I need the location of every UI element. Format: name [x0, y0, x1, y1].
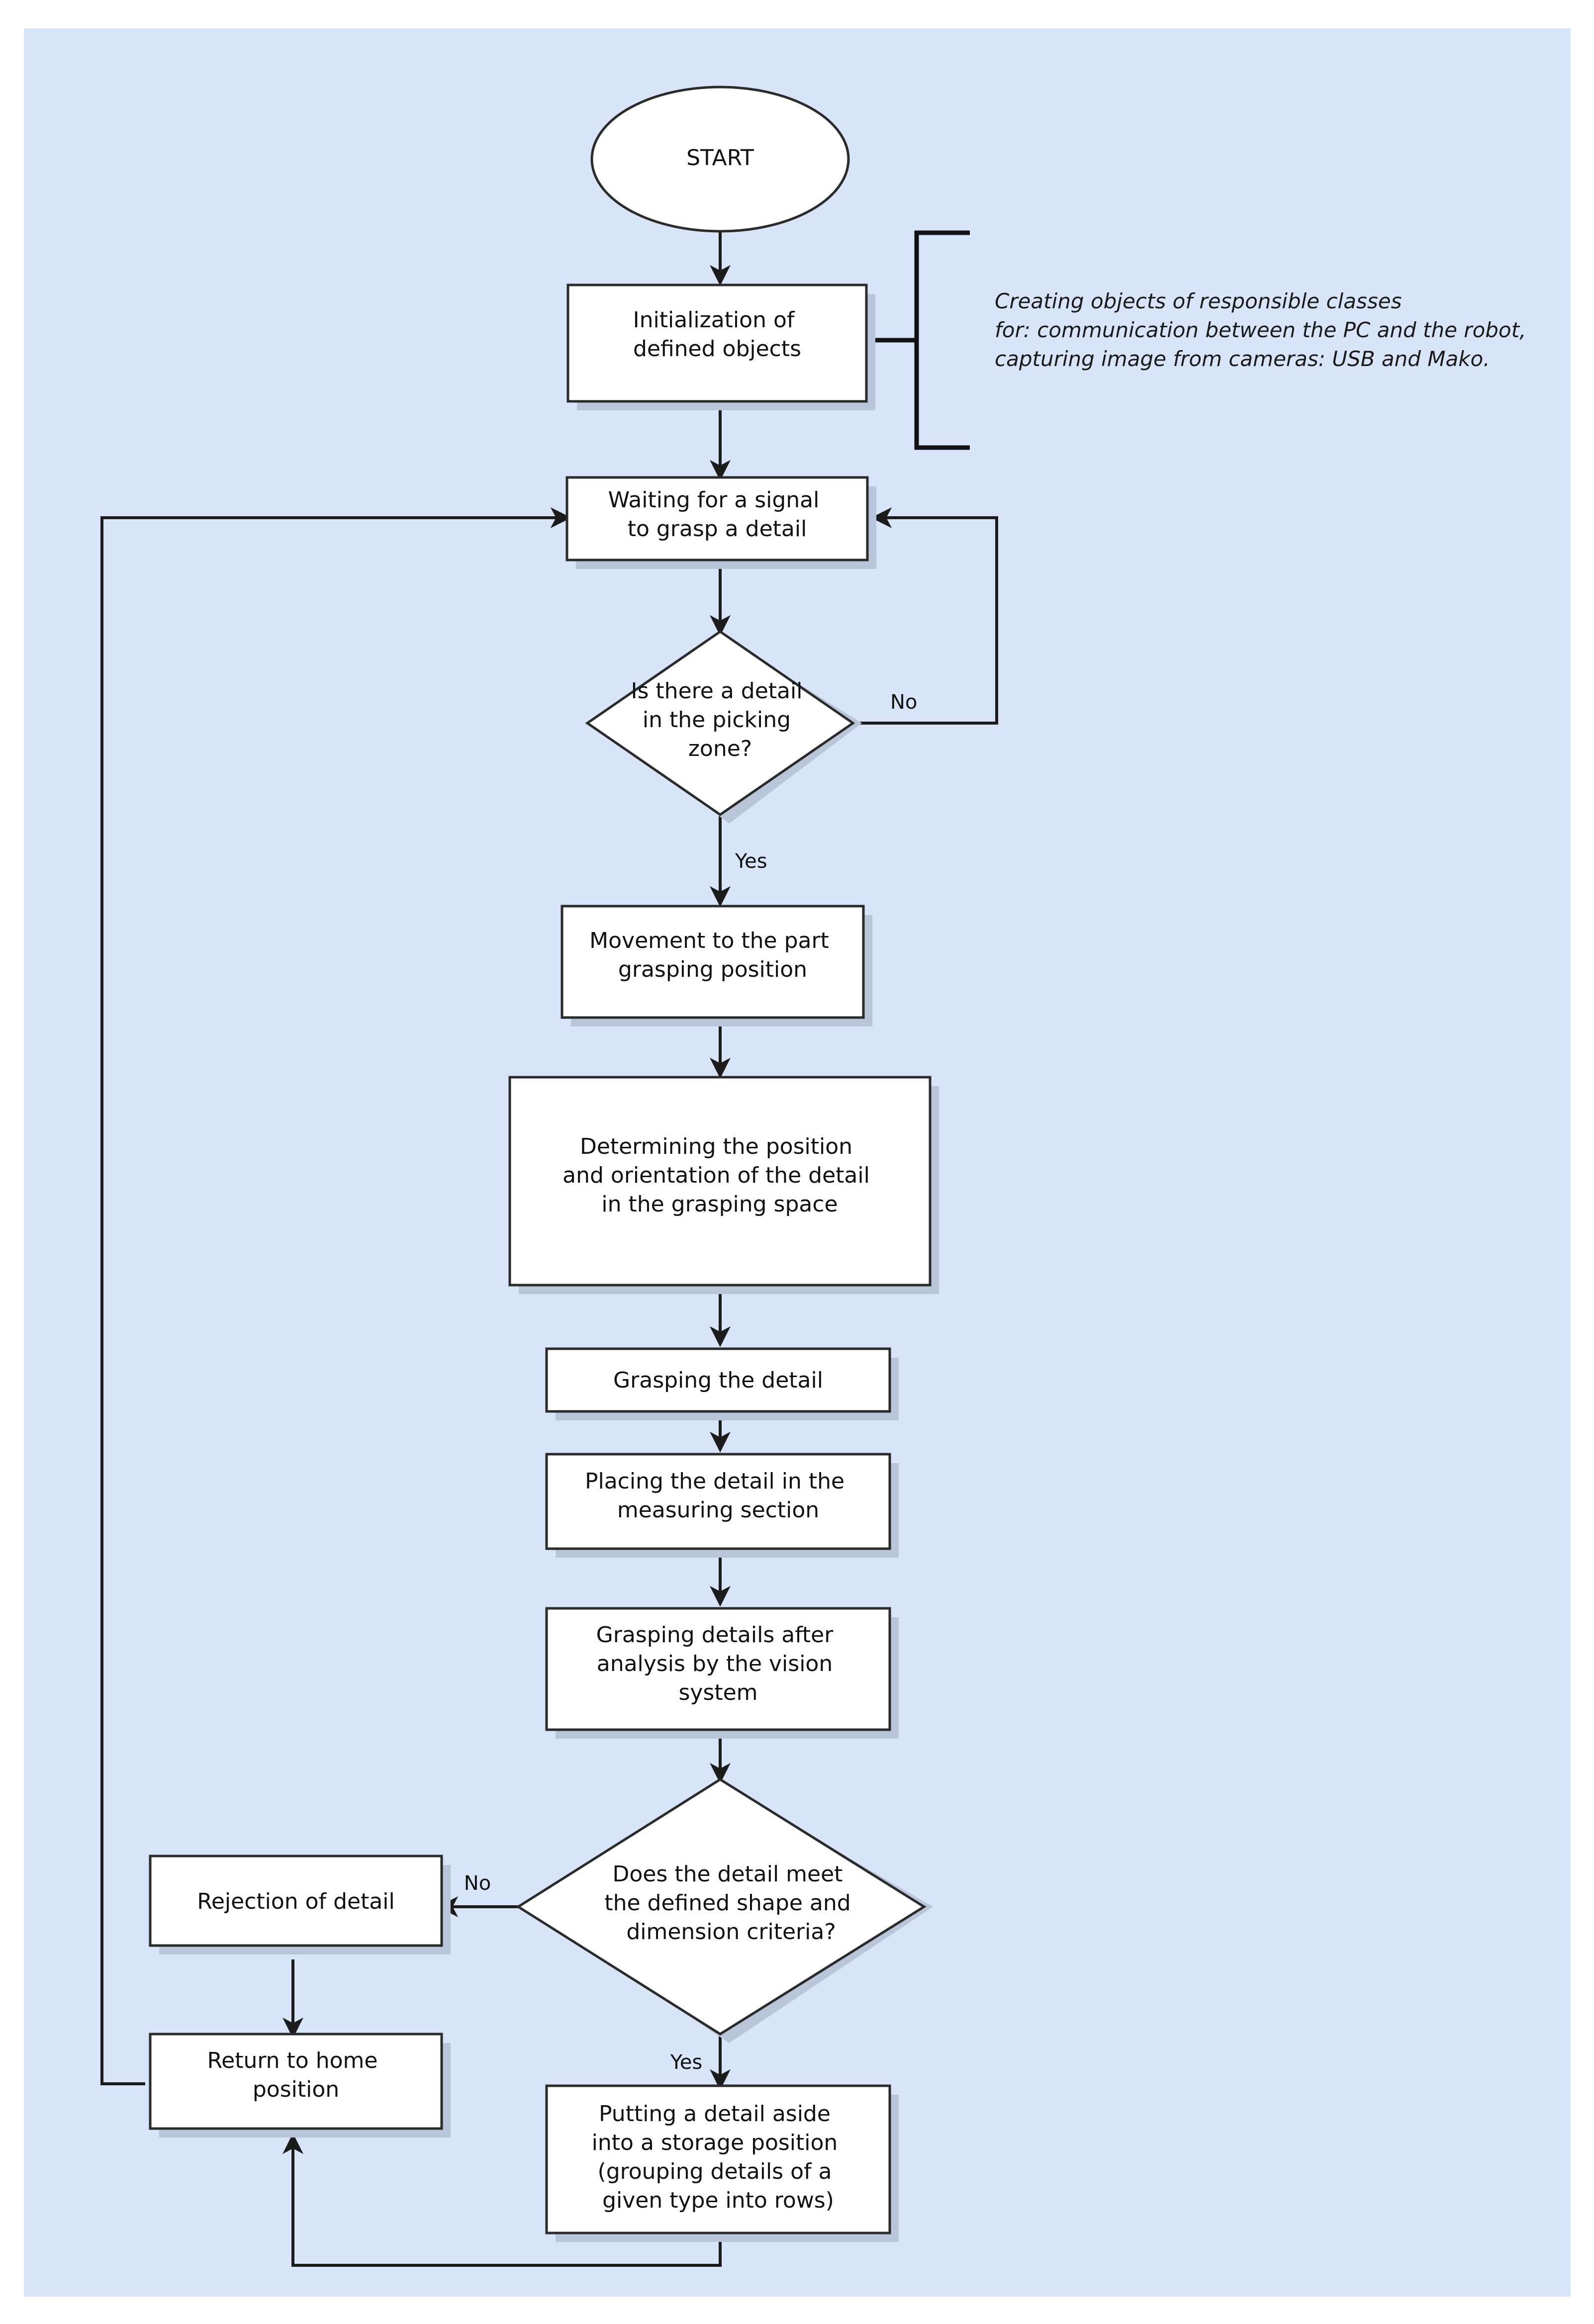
grasping-after-box-shape[interactable] [545, 1607, 891, 1731]
start-label: START [686, 145, 754, 171]
putting-aside-box-shape[interactable] [545, 2084, 891, 2234]
determining-box-shape[interactable] [508, 1076, 932, 1287]
decision-criteria-diamond-shape[interactable] [516, 1778, 927, 2036]
rejection-box-shape[interactable] [149, 1855, 443, 1947]
initialization-box-shape[interactable] [566, 283, 868, 403]
edge-decision-zone-no [853, 507, 998, 725]
decision-zone-label: Is there a detail in the picking zone? [631, 678, 810, 761]
node-decision-picking-zone[interactable]: Is there a detail in the picking zone? [585, 630, 862, 824]
initialization-label: Initialization of defined objects [633, 307, 802, 362]
node-rejection[interactable]: Rejection of detail [149, 1855, 451, 1954]
edges [100, 204, 998, 2267]
node-movement[interactable]: Movement to the part grasping position [561, 905, 872, 1026]
movement-box-shape[interactable] [561, 905, 865, 1019]
bracket-icon [914, 230, 970, 450]
edge-label-meet-no: No [464, 1872, 491, 1895]
movement-label: Movement to the part grasping position [589, 928, 836, 982]
grasping-detail-label: Grasping the detail [613, 1368, 823, 1393]
placing-box-shape[interactable] [545, 1453, 891, 1550]
start-ellipse-shape[interactable] [590, 86, 850, 233]
grasping-detail-box-shape[interactable] [545, 1347, 891, 1413]
node-placing[interactable]: Placing the detail in the measuring sect… [545, 1453, 899, 1558]
grasping-after-label: Grasping details after analysis by the v… [596, 1622, 841, 1705]
node-return-home[interactable]: Return to home position [149, 2033, 451, 2138]
node-initialization[interactable]: Initialization of defined objects [566, 283, 875, 410]
waiting-label: Waiting for a signal to grasp a detail [608, 487, 827, 542]
node-waiting[interactable]: Waiting for a signal to grasp a detail [565, 476, 876, 569]
decision-zone-diamond-shape[interactable] [585, 630, 855, 817]
node-putting-aside[interactable]: Putting a detail aside into a storage po… [545, 2084, 899, 2242]
edge-label-meet-yes: Yes [670, 2051, 703, 2074]
annotation-text: Creating objects of responsible classes … [995, 289, 1533, 371]
node-start[interactable]: START [590, 86, 850, 233]
edge-label-zone-yes: Yes [735, 850, 767, 873]
putting-aside-label: Putting a detail aside into a storage po… [592, 2101, 845, 2213]
annotation-bracket-group [866, 230, 970, 450]
node-grasping-detail[interactable]: Grasping the detail [545, 1347, 899, 1420]
waiting-box-shape[interactable] [565, 476, 869, 561]
edge-label-zone-no: No [890, 691, 917, 714]
node-determining[interactable]: Determining the position and orientation… [508, 1076, 939, 1294]
return-home-box-shape[interactable] [149, 2033, 443, 2130]
edge-putting-to-returnhome [282, 2133, 722, 2267]
return-home-label: Return to home position [207, 2048, 385, 2102]
determining-label: Determining the position and orientation… [563, 1134, 877, 1217]
placing-label: Placing the detail in the measuring sect… [585, 1469, 851, 1523]
node-decision-criteria[interactable]: Does the detail meet the defined shape a… [516, 1778, 933, 2043]
decision-criteria-label: Does the detail meet the defined shape a… [604, 1861, 857, 1945]
node-grasping-after-analysis[interactable]: Grasping details after analysis by the v… [545, 1607, 899, 1739]
edge-returnhome-to-waiting-feedback [100, 507, 571, 2085]
rejection-label: Rejection of detail [197, 1889, 394, 1914]
